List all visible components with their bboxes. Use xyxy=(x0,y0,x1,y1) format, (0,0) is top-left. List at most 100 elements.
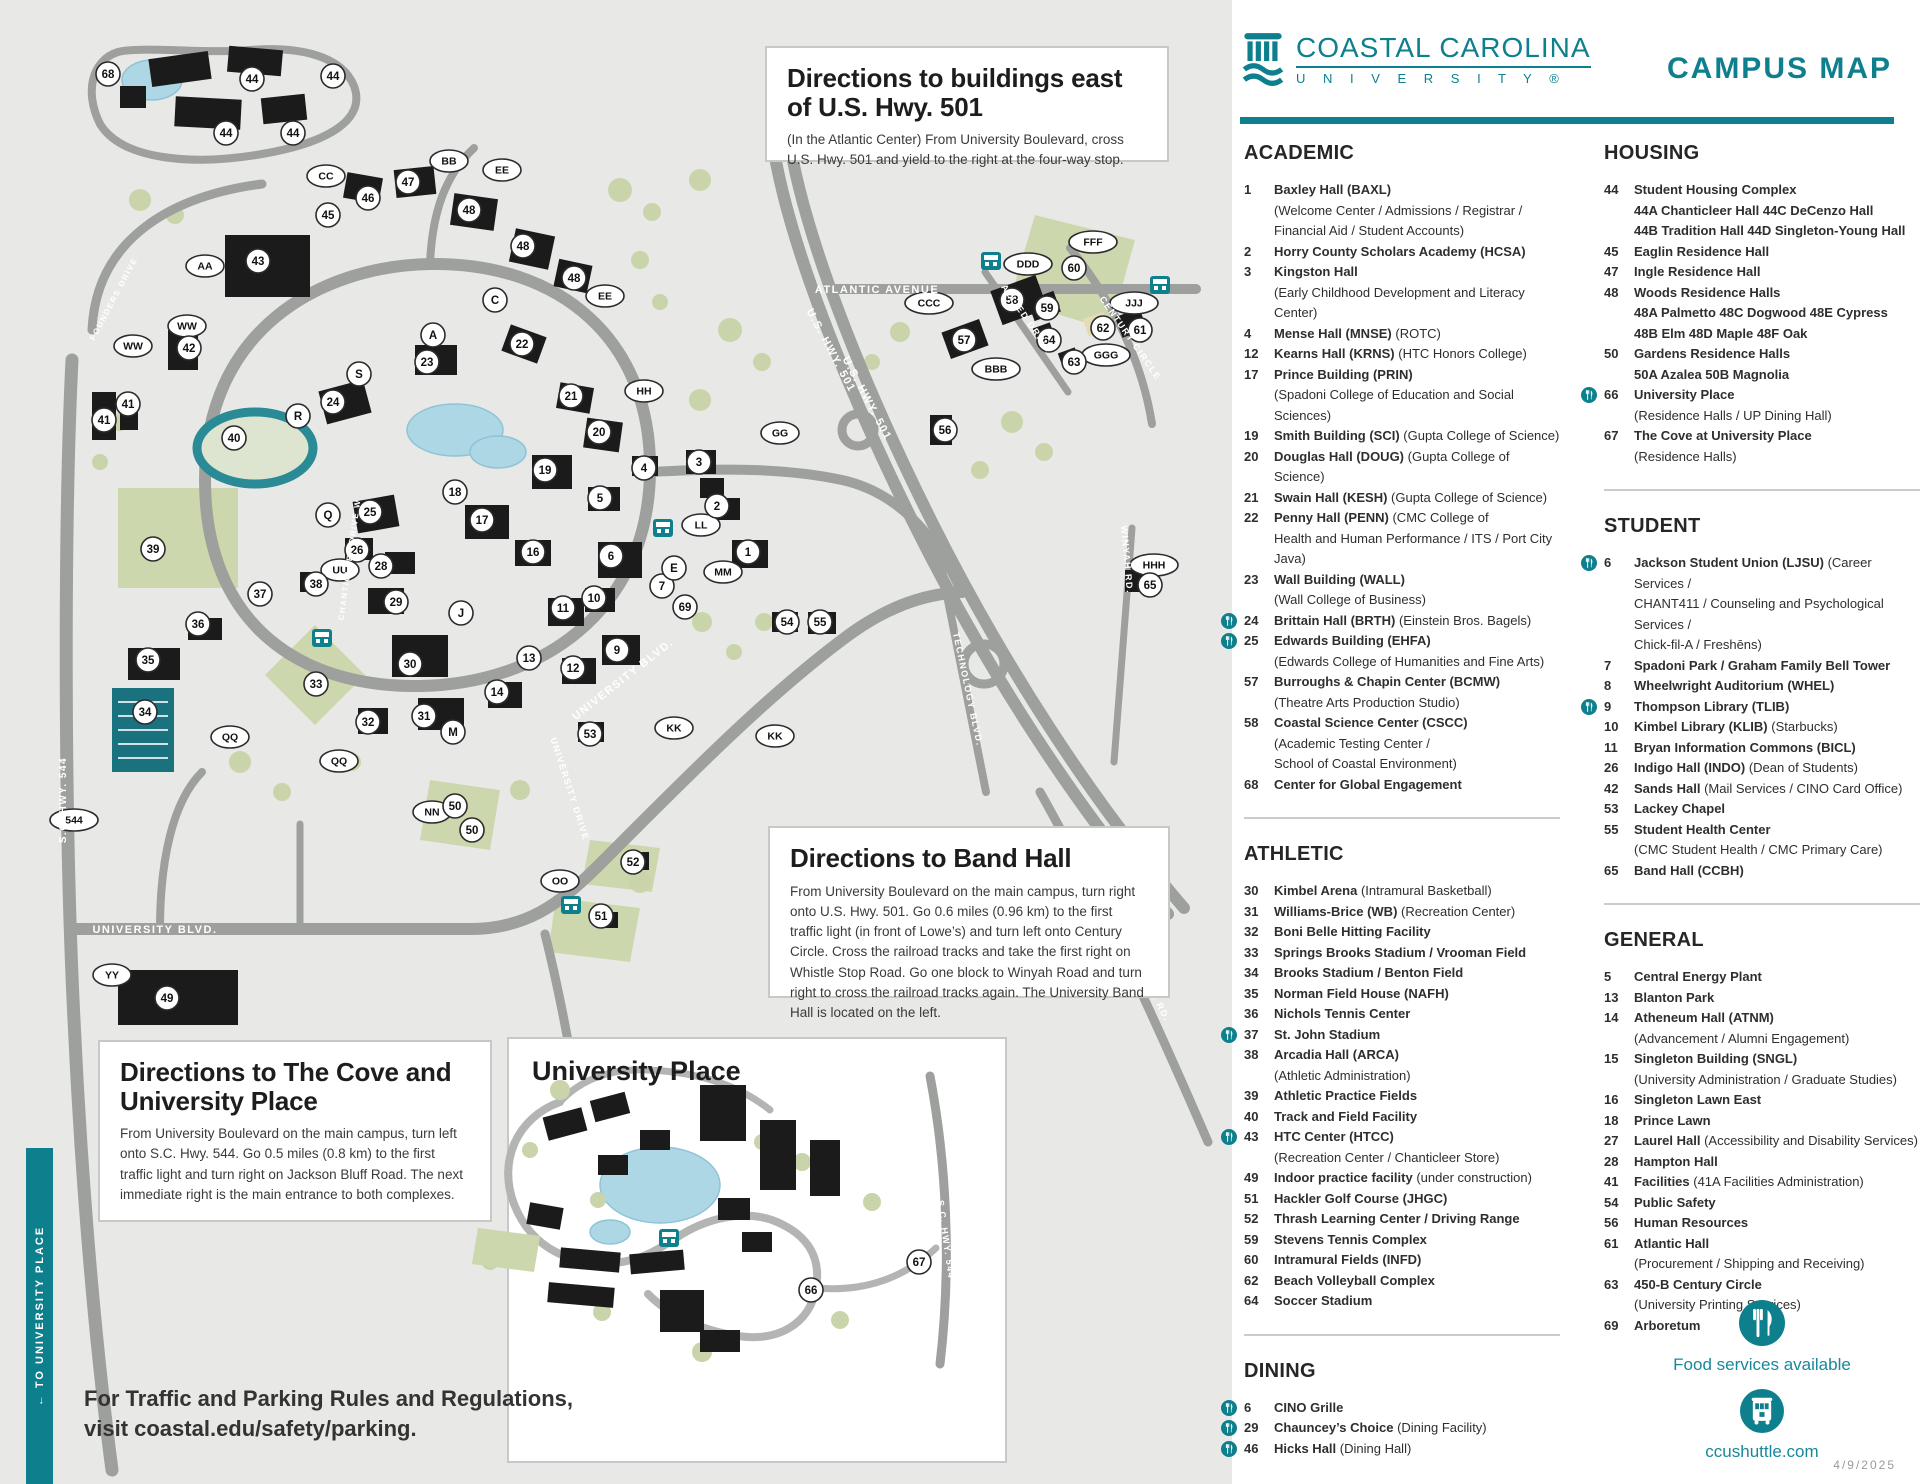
item-subtext: 48A Palmetto 48C Dogwood 48E Cypress xyxy=(1634,305,1888,320)
svg-text:43: 43 xyxy=(252,256,265,268)
parking-marker: BB xyxy=(429,149,469,173)
item-number: 64 xyxy=(1244,1293,1259,1308)
tree xyxy=(753,353,771,371)
tree xyxy=(971,461,989,479)
svg-text:16: 16 xyxy=(527,547,540,559)
legend-item: 27 Laurel Hall (Accessibility and Disabil… xyxy=(1604,1131,1920,1152)
map-date: 4/9/2025 xyxy=(1833,1458,1896,1472)
item-number: 57 xyxy=(1244,674,1259,689)
svg-text:69: 69 xyxy=(679,602,692,614)
item-label: Kimbel Arena (Intramural Basketball) xyxy=(1274,883,1492,898)
item-number: 54 xyxy=(1604,1194,1619,1210)
item-number: 35 xyxy=(1244,985,1259,1001)
building xyxy=(120,86,146,108)
item-label: Blanton Park xyxy=(1634,989,1715,1005)
inset-pond xyxy=(589,1219,631,1245)
section-divider xyxy=(1604,489,1920,491)
road xyxy=(1110,524,1136,766)
svg-text:S: S xyxy=(355,369,363,381)
parking-marker: KK xyxy=(654,716,694,740)
svg-text:HH: HH xyxy=(636,386,651,398)
item-number: 37 xyxy=(1244,1026,1259,1042)
item-number: 1 xyxy=(1244,182,1252,197)
bus-stop-icon xyxy=(653,519,673,537)
parking-marker: YY xyxy=(92,963,132,987)
item-number: 60 xyxy=(1244,1252,1259,1267)
item-label: Laurel Hall (Accessibility and Disabilit… xyxy=(1634,1133,1918,1148)
tree xyxy=(629,871,651,893)
item-label: Intramural Fields (INFD) xyxy=(1274,1252,1422,1267)
pond xyxy=(469,435,527,469)
svg-text:FFF: FFF xyxy=(1083,237,1103,249)
building-marker: A xyxy=(420,322,446,348)
item-subtext: (Spadoni College of Education and Social… xyxy=(1274,387,1514,423)
item-number: 68 xyxy=(1244,776,1259,792)
item-label: Band Hall (CCBH) xyxy=(1634,862,1744,878)
item-number: 7 xyxy=(1604,657,1612,673)
parking-link[interactable]: visit coastal.edu/safety/parking. xyxy=(84,1415,417,1441)
building-marker: 54 xyxy=(774,609,800,635)
item-subtext: (Residence Halls) xyxy=(1634,448,1737,464)
shuttle-link[interactable]: ccushuttle.com xyxy=(1705,1442,1819,1461)
food-services-label: Food services available xyxy=(1673,1355,1851,1374)
item-label: Beach Volleyball Complex xyxy=(1274,1272,1435,1288)
item-label: Public Safety xyxy=(1634,1194,1716,1210)
item-number: 28 xyxy=(1604,1153,1619,1169)
svg-text:48: 48 xyxy=(517,241,530,253)
svg-text:54: 54 xyxy=(781,617,794,629)
item-label: Student Health Center xyxy=(1634,821,1771,837)
tree xyxy=(92,454,108,470)
svg-text:57: 57 xyxy=(958,335,971,347)
parking-marker: CC xyxy=(306,164,346,188)
item-label: Douglas Hall (DOUG) (Gupta College of Sc… xyxy=(1274,448,1510,485)
bus-stop-icon xyxy=(1150,276,1170,294)
page-title: CAMPUS MAP xyxy=(1666,52,1892,85)
svg-text:36: 36 xyxy=(192,619,205,631)
tree xyxy=(890,322,910,342)
road xyxy=(59,353,119,1477)
tree xyxy=(608,178,632,202)
svg-text:29: 29 xyxy=(390,597,403,609)
building-marker: E xyxy=(661,555,687,581)
svg-text:44: 44 xyxy=(287,128,300,140)
item-label: Prince Lawn xyxy=(1634,1112,1711,1128)
building-marker: 1 xyxy=(735,539,761,565)
tree xyxy=(1035,443,1053,461)
svg-text:BBB: BBB xyxy=(985,364,1008,376)
item-number: 16 xyxy=(1604,1092,1619,1107)
svg-text:30: 30 xyxy=(404,659,417,671)
svg-text:14: 14 xyxy=(491,687,504,699)
building-marker: 53 xyxy=(577,721,603,747)
inset-university-place-title: University Place xyxy=(532,1056,741,1086)
item-number: 27 xyxy=(1604,1133,1619,1148)
callout-directions-cove: Directions to The Cove and University Pl… xyxy=(98,1040,492,1222)
item-label: Facilities (41A Facilities Administratio… xyxy=(1634,1174,1864,1189)
item-subtext: (Early Childhood Development and Literac… xyxy=(1274,284,1525,321)
item-label: CINO Grille xyxy=(1274,1399,1344,1415)
tree xyxy=(643,203,661,221)
item-number: 61 xyxy=(1604,1235,1619,1251)
item-number: 38 xyxy=(1244,1047,1259,1062)
food-available-icon xyxy=(1581,698,1597,715)
item-number: 49 xyxy=(1244,1170,1259,1185)
svg-text:25: 25 xyxy=(364,507,377,519)
svg-text:22: 22 xyxy=(516,339,529,351)
svg-text:44: 44 xyxy=(327,71,340,83)
building-marker: 6 xyxy=(598,543,624,569)
item-label: Smith Building (SCI) (Gupta College of S… xyxy=(1274,428,1560,443)
item-label: Hampton Hall xyxy=(1634,1153,1718,1169)
svg-text:40: 40 xyxy=(228,433,241,445)
item-number: 51 xyxy=(1244,1190,1259,1206)
svg-text:61: 61 xyxy=(1134,325,1147,337)
item-subtext: Chick-fil-A / Freshēns) xyxy=(1634,637,1762,652)
building-marker: 44 xyxy=(280,120,306,146)
svg-text:55: 55 xyxy=(814,617,827,629)
